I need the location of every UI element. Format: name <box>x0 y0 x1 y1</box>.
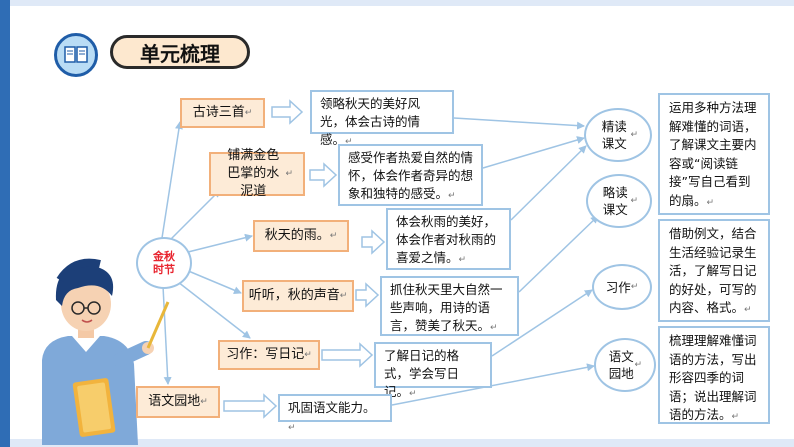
topic-box-1: 古诗三首↵ <box>180 98 265 128</box>
return-mark: ↵ <box>706 197 715 208</box>
topic-desc-text-1: 领略秋天的美好风光，体会古诗的情感。 <box>320 96 421 147</box>
link-desc6-cat4 <box>391 363 595 406</box>
block-arrow-3 <box>361 229 386 255</box>
category-node-3: 习作↵ <box>592 264 652 310</box>
category-node-2: 略读课文↵ <box>586 174 652 228</box>
category-label-1: 精读课文 <box>601 119 627 151</box>
left-accent-bar <box>0 0 10 447</box>
topic-desc-text-2: 感受作者热爱自然的情怀，体会作者奇异的想象和独特的感受。 <box>348 150 474 201</box>
return-mark: ↵ <box>200 397 208 407</box>
topic-label-6: 语文园地 <box>148 394 201 409</box>
topic-desc-2: 感受作者热爱自然的情怀，体会作者奇异的想象和独特的感受。↵ <box>338 144 483 206</box>
link-desc3-cat1 <box>510 145 587 221</box>
link-desc1-cat1 <box>453 117 585 130</box>
return-mark: ↵ <box>630 195 638 206</box>
block-arrow-1 <box>271 99 304 125</box>
teacher-illustration <box>42 258 170 445</box>
category-desc-text-3: 借助例文，结合生活经验记录生活，了解写日记的好处，可写的内容、格式。 <box>669 226 757 315</box>
link-desc4-cat2 <box>518 215 599 293</box>
topic-box-6: 语文园地↵ <box>136 386 220 418</box>
return-mark: ↵ <box>744 305 752 315</box>
topic-desc-1: 领略秋天的美好风光，体会古诗的情感。↵ <box>310 90 454 147</box>
topic-box-3: 秋天的雨。↵ <box>253 220 349 252</box>
topic-box-5: 习作：写日记↵ <box>218 340 320 370</box>
link-center-topic1 <box>161 121 183 239</box>
return-mark: ↵ <box>345 137 353 147</box>
category-desc-text-1: 运用多种方法理解难懂的词语，了解课文主要内容或“阅读链接”写自己看到的扇。 <box>669 100 757 208</box>
topic-desc-3: 体会秋雨的美好，体会作者对秋雨的喜爱之情。↵ <box>386 208 511 270</box>
category-node-1: 精读课文↵ <box>584 108 652 162</box>
return-mark: ↵ <box>630 281 639 292</box>
category-desc-4: 梳理理解难懂词语的方法，写出形容四季的词语；说出理解词语的方法。↵ <box>658 326 770 424</box>
topic-box-2: 铺满金色巴掌的水泥道 ↵ <box>209 148 305 199</box>
center-label: 金秋时节 <box>153 250 175 276</box>
return-mark: ↵ <box>288 423 296 433</box>
topic-desc-5: 了解日记的格式，学会写日记。↵ <box>374 342 492 399</box>
link-desc5-cat3 <box>491 289 593 357</box>
topic-label-2: 铺满金色巴掌的水泥道 <box>227 148 280 199</box>
category-desc-3: 借助例文，结合生活经验记录生活，了解写日记的好处，可写的内容、格式。↵ <box>658 219 770 322</box>
return-mark: ↵ <box>630 129 638 140</box>
topic-box-4: 听听，秋的声音↵ <box>242 280 354 312</box>
topic-desc-text-3: 体会秋雨的美好，体会作者对秋雨的喜爱之情。 <box>396 214 497 265</box>
topic-label-3: 秋天的雨。 <box>264 228 330 243</box>
topic-desc-text-4: 抓住秋天里大自然一些声响，用诗的语言，赞美了秋天。 <box>390 282 503 333</box>
return-mark: ↵ <box>409 389 417 399</box>
topic-desc-text-6: 巩固语文能力。 <box>288 400 376 415</box>
center-node: 金秋时节 <box>136 237 192 289</box>
top-accent-bar <box>10 0 794 6</box>
link-center-topic4 <box>185 269 242 294</box>
link-desc2-cat1 <box>482 136 585 169</box>
category-node-4: 语文园地↵ <box>594 338 656 392</box>
return-mark: ↵ <box>448 191 456 201</box>
return-mark: ↵ <box>244 108 253 118</box>
category-label-4: 语文园地 <box>608 349 634 381</box>
category-label-2: 略读课文 <box>602 185 628 217</box>
return-mark: ↵ <box>285 169 293 179</box>
page-title: 单元梳理 <box>110 35 250 69</box>
link-center-topic6 <box>162 285 172 385</box>
block-arrow-6 <box>223 393 278 419</box>
block-arrow-2 <box>309 162 338 188</box>
return-mark: ↵ <box>634 359 642 370</box>
link-center-topic3 <box>187 233 253 253</box>
category-desc-text-4: 梳理理解难懂词语的方法，写出形容四季的词语；说出理解词语的方法。 <box>669 333 757 422</box>
link-center-topic5 <box>177 281 251 339</box>
block-arrow-5 <box>321 342 374 368</box>
topic-label-5: 习作：写日记 <box>226 347 305 362</box>
category-desc-1: 运用多种方法理解难懂的词语，了解课文主要内容或“阅读链接”写自己看到的扇。↵ <box>658 93 770 215</box>
return-mark: ↵ <box>458 255 467 265</box>
bottom-accent-bar <box>10 439 794 447</box>
topic-label-1: 古诗三首 <box>192 105 245 120</box>
return-mark: ↵ <box>304 350 312 360</box>
category-label-3: 习作 <box>605 279 631 295</box>
topic-desc-6: 巩固语文能力。 ↵ <box>278 394 392 433</box>
return-mark: ↵ <box>329 231 338 241</box>
block-arrow-4 <box>355 282 380 308</box>
return-mark: ↵ <box>731 412 740 422</box>
book-icon <box>54 33 98 77</box>
topic-label-4: 听听，秋的声音 <box>248 288 340 303</box>
link-center-topic2 <box>169 189 221 241</box>
return-mark: ↵ <box>490 323 498 333</box>
topic-desc-4: 抓住秋天里大自然一些声响，用诗的语言，赞美了秋天。↵ <box>380 276 519 336</box>
return-mark: ↵ <box>339 291 348 301</box>
